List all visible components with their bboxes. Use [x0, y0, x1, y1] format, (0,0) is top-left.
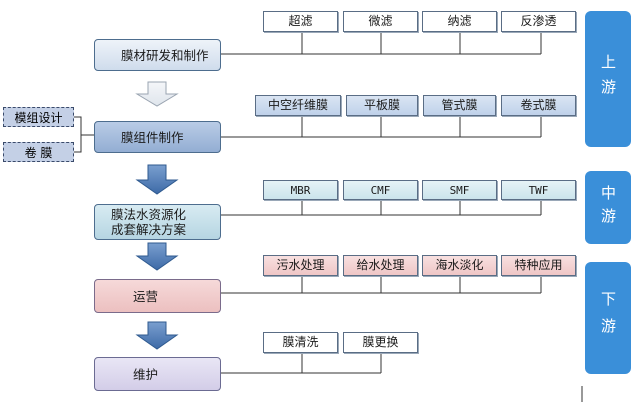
side-bracket	[74, 116, 94, 153]
main-step-label: 膜材研发和制作	[121, 47, 209, 63]
branch-item: 管式膜	[423, 95, 496, 116]
branch-item: 特种应用	[501, 255, 576, 276]
branch-item: 中空纤维膜	[255, 95, 341, 116]
branch-item: 反渗透	[501, 11, 576, 32]
branch-line-3	[221, 200, 542, 216]
branch-item: 纳滤	[422, 11, 497, 32]
main-step-maintenance: 维护	[94, 357, 221, 391]
branch-item: 给水处理	[343, 255, 418, 276]
stage-downstream: 下游	[585, 262, 631, 374]
stage-upstream: 上游	[585, 11, 631, 147]
branch-item: 超滤	[263, 11, 338, 32]
branch-line-2	[221, 116, 542, 138]
branch-item: 卷式膜	[501, 95, 576, 116]
side-input-roll: 卷 膜	[3, 142, 74, 162]
branch-item: CMF	[343, 180, 418, 200]
branch-item: 膜清洗	[263, 332, 338, 353]
main-step-module: 膜组件制作	[94, 121, 221, 153]
main-step-label: 维护	[133, 366, 159, 382]
down-arrow-4	[135, 321, 179, 350]
stage-label: 中游	[599, 184, 617, 231]
branch-item: TWF	[501, 180, 576, 200]
branch-item: 污水处理	[263, 255, 338, 276]
main-step-label: 运营	[133, 288, 159, 304]
branch-item: 海水淡化	[422, 255, 497, 276]
side-input-design: 模组设计	[3, 107, 74, 127]
branch-line-5	[221, 353, 382, 374]
main-step-operation: 运营	[94, 279, 221, 313]
main-step-label: 膜法水资源化 成套解决方案	[111, 207, 187, 237]
branch-item: 膜更换	[343, 332, 418, 353]
down-arrow-1	[135, 81, 179, 107]
branch-item: 平板膜	[346, 95, 418, 116]
branch-item: SMF	[422, 180, 497, 200]
stage-midstream: 中游	[585, 171, 631, 244]
main-step-label: 膜组件制作	[121, 129, 184, 145]
main-step-materials: 膜材研发和制作	[94, 39, 221, 71]
branch-line-1	[221, 32, 542, 55]
down-arrow-3	[135, 242, 179, 271]
stage-label: 上游	[599, 54, 617, 104]
main-step-solution: 膜法水资源化 成套解决方案	[94, 204, 221, 240]
branch-item: 微滤	[343, 11, 418, 32]
down-arrow-2	[135, 164, 179, 195]
branch-line-4	[221, 276, 542, 294]
stage-label: 下游	[599, 291, 617, 345]
branch-item: MBR	[263, 180, 338, 200]
